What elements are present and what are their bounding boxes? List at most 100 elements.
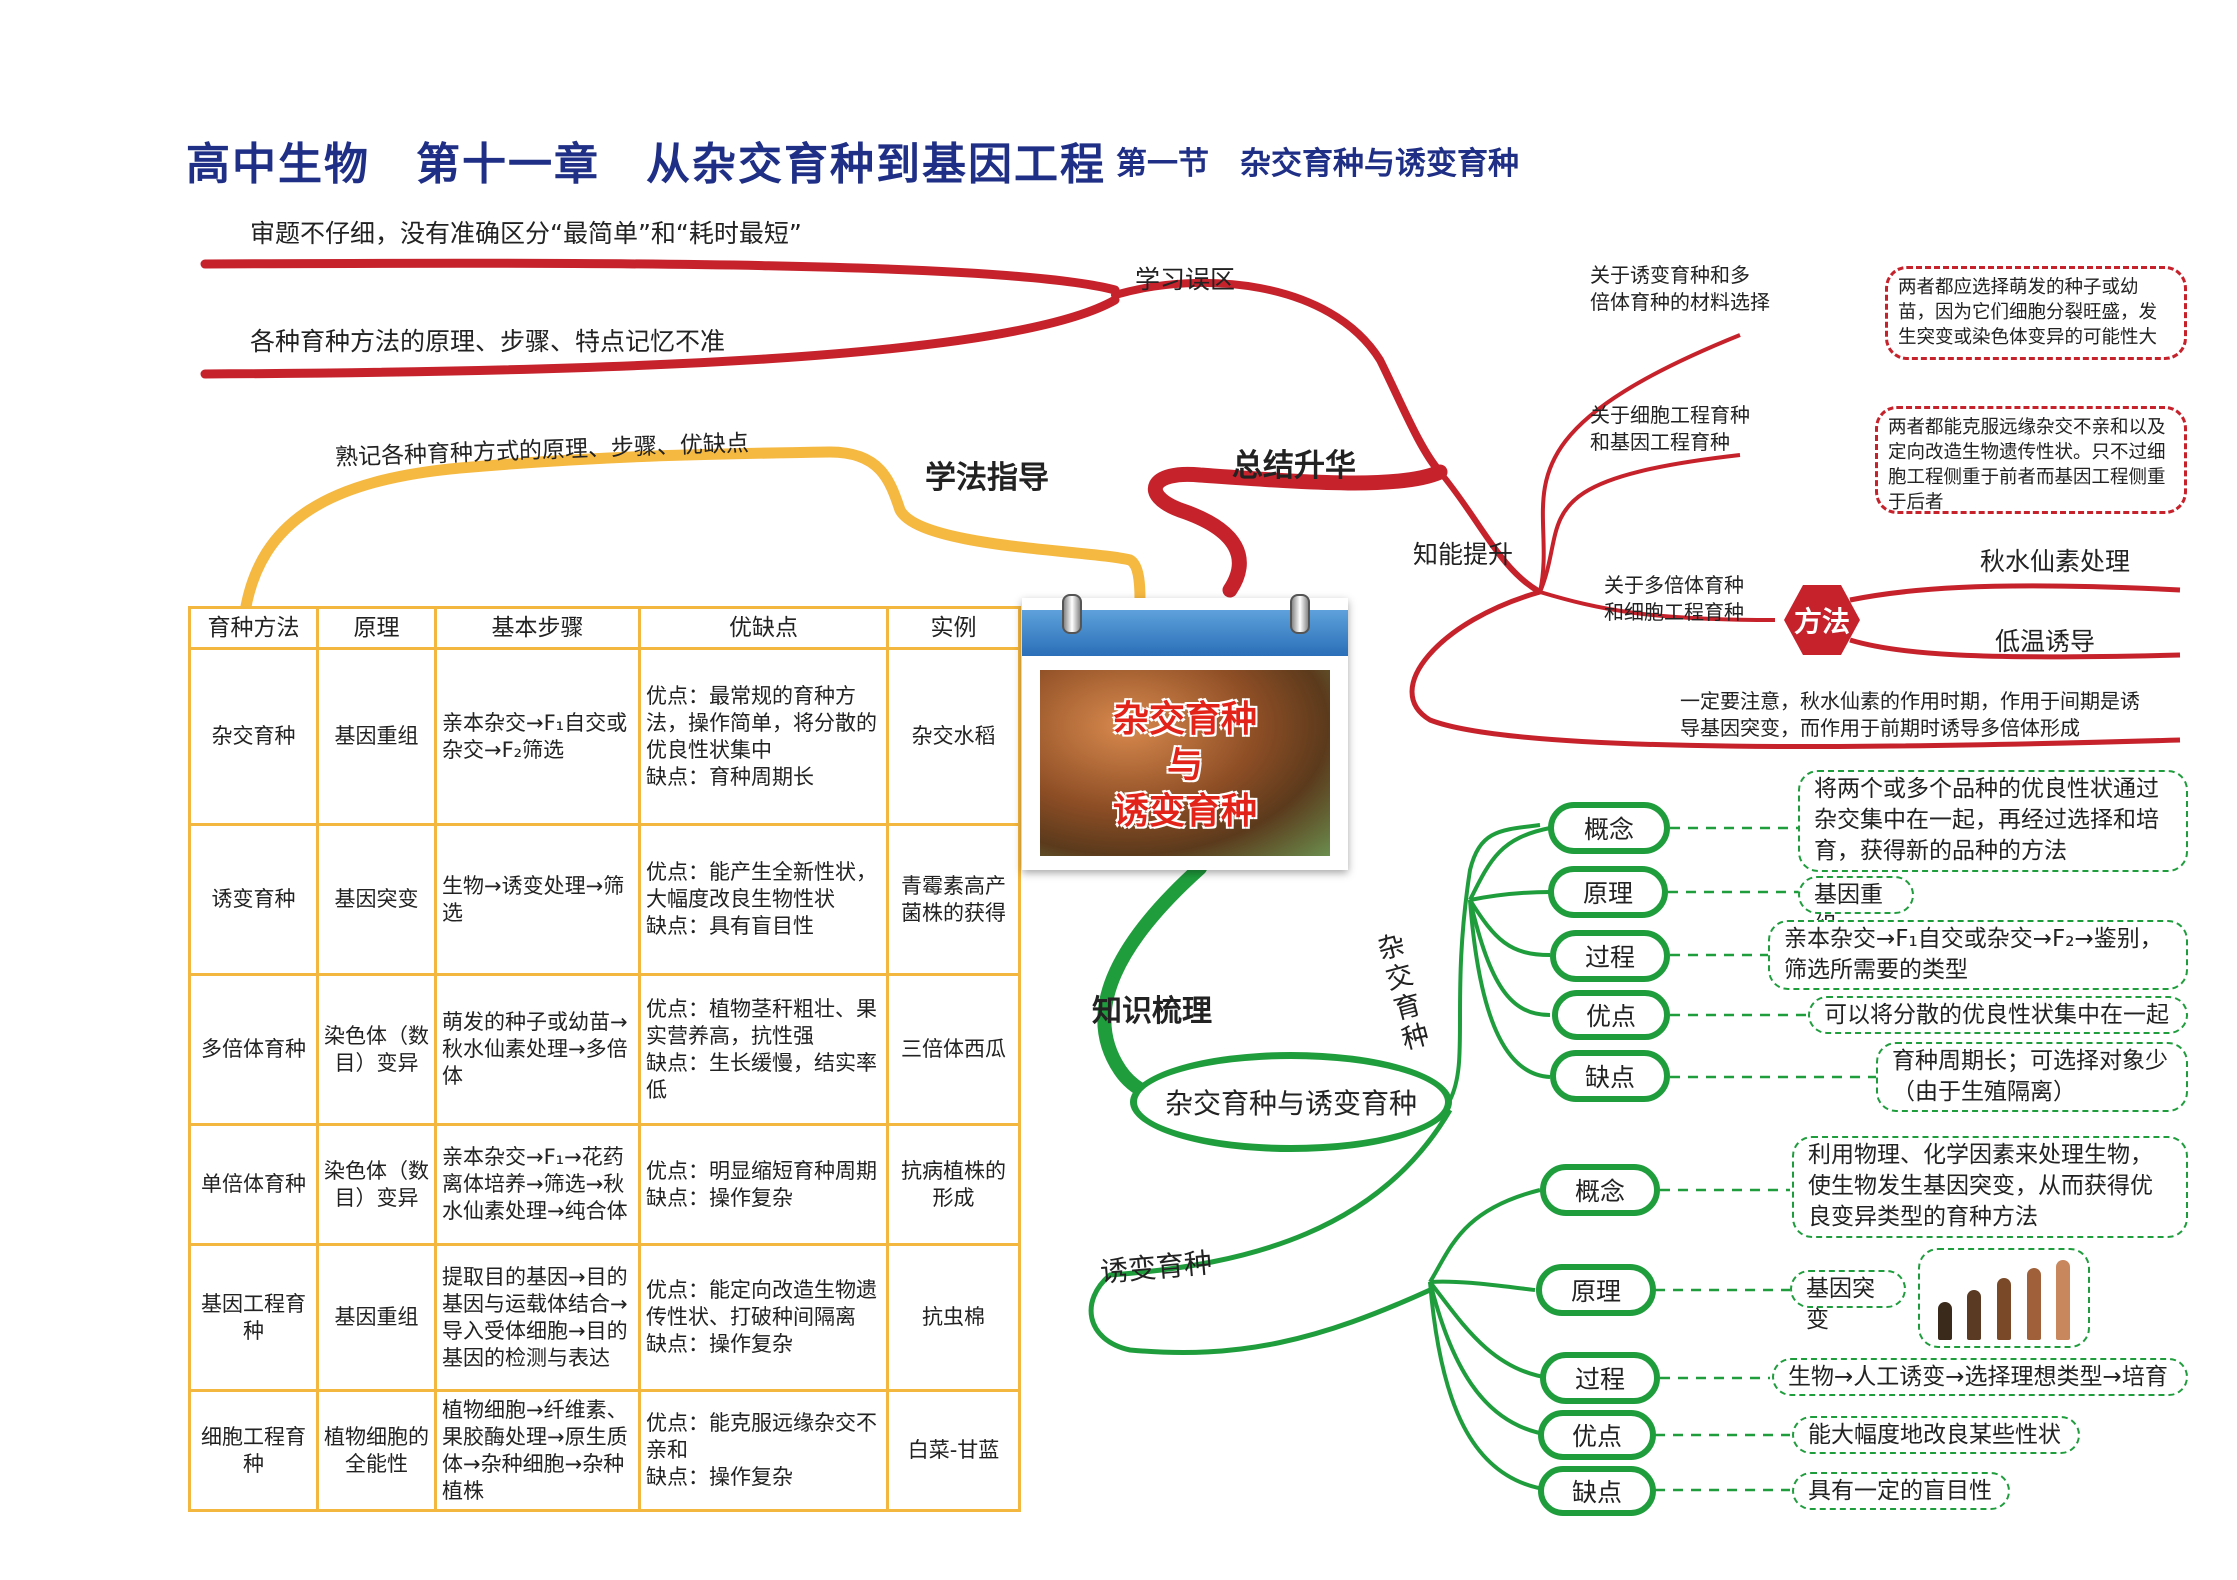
mutation-cons-node: 缺点 [1538,1466,1656,1516]
ability-q3-label-line2: 和细胞工程育种 [1604,600,1744,624]
hybrid-pros-node: 优点 [1552,990,1670,1040]
table-cell-pros-cons: 优点：能克服远缘杂交不亲和缺点：操作复杂 [638,1389,889,1512]
hybrid-cons-text: 育种周期长；可选择对象少（由于生殖隔离） [1876,1042,2188,1112]
cons-text: 缺点：具有盲目性 [646,914,814,938]
ability-q3-label-line1: 关于多倍体育种 [1604,573,1744,597]
cons-text: 缺点：育种周期长 [646,764,814,789]
table-cell-pros-cons: 优点：最常规的育种方法，操作简单，将分散的优良性状集中缺点：育种周期长 [638,647,889,826]
hybrid-principle-node: 原理 [1548,866,1668,918]
hybrid-principle-text: 基因重组 [1798,876,1914,939]
table-cell-example: 三倍体西瓜 [886,973,1021,1126]
table-cell-steps: 亲本杂交→F₁→花药离体培养→筛选→秋水仙素处理→纯合体 [434,1123,641,1246]
ability-q1-label-line2: 倍体育种的材料选择 [1590,290,1770,314]
cons-text: 缺点：操作复杂 [646,1332,793,1356]
mistake-item-2: 各种育种方法的原理、步骤、特点记忆不准 [250,327,726,356]
table-row: 诱变育种 基因突变 生物→诱变处理→筛选 优点：能产生全新性状，大幅度改良生物性… [188,823,1021,976]
ability-q2-answer: 两者都能克服远缘杂交不亲和以及定向改造生物遗传性状。只不过细胞工程侧重于前者而基… [1875,406,2187,514]
knowledge-hub-node: 杂交育种与诱变育种 [1130,1052,1452,1152]
branch-label-summary: 总结升华 [1232,448,1356,484]
breeding-methods-table: 育种方法 原理 基本步骤 优缺点 实例 杂交育种 基因重组 亲本杂交→F₁自交或… [188,606,1021,1512]
table-row: 多倍体育种 染色体（数目）变异 萌发的种子或幼苗→秋水仙素处理→多倍体 优点：植… [188,973,1021,1126]
cons-text: 缺点：操作复杂 [646,1185,793,1210]
branch-label-mistakes: 学习误区 [1135,265,1236,294]
pros-text: 优点：能克服远缘杂交不亲和 [646,1411,877,1462]
table-cell-pros-cons: 优点：能产生全新性状，大幅度改良生物性状缺点：具有盲目性 [638,823,889,976]
center-title-line3: 诱变育种 [1112,791,1257,832]
pros-text: 优点：能定向改造生物遗传性状、打破种间隔离 [646,1278,877,1329]
section-title: 第一节 杂交育种与诱变育种 [1116,146,1519,182]
table-header: 育种方法 [188,606,319,650]
table-row: 细胞工程育种 植物细胞的全能性 植物细胞→纤维素、果胶酶处理→原生质体→杂种细胞… [188,1389,1021,1512]
mutation-process-text: 生物→人工诱变→选择理想类型→培育 [1772,1358,2188,1396]
table-header: 基本步骤 [434,606,641,650]
ability-q3-label: 关于多倍体育种 和细胞工程育种 [1604,572,1814,626]
mutation-concept-text: 利用物理、化学因素来处理生物，使生物发生基因突变，从而获得优良变异类型的育种方法 [1792,1136,2188,1238]
ability-q1-answer: 两者都应选择萌发的种子或幼苗，因为它们细胞分裂旺盛，发生突变或染色体变异的可能性… [1885,266,2187,360]
mutation-principle-text: 基因突变 [1790,1270,1906,1333]
center-title-line1: 杂交育种 [1112,699,1257,740]
table-header-row: 育种方法 原理 基本步骤 优缺点 实例 [188,606,1021,650]
table-cell-example: 青霉素高产菌株的获得 [886,823,1021,976]
table-header: 优缺点 [638,606,889,650]
evolution-figure-icon [1918,1248,2090,1348]
ability-q1-label-line1: 关于诱变育种和多 [1590,263,1750,287]
pros-text: 优点：植物茎秆粗壮、果实营养高，抗性强 [646,996,877,1048]
table-cell-principle: 植物细胞的全能性 [316,1389,437,1512]
ability-q1-label: 关于诱变育种和多 倍体育种的材料选择 [1590,262,1820,316]
table-cell-principle: 基因突变 [316,823,437,976]
table-header: 实例 [886,606,1021,650]
table-cell-method: 细胞工程育种 [188,1389,319,1512]
ability-note-line1: 一定要注意，秋水仙素的作用时期，作用于间期是诱 [1680,689,2140,713]
hybrid-process-node: 过程 [1550,930,1670,982]
ability-q2-label-line1: 关于细胞工程育种 [1590,403,1750,427]
table-cell-example: 杂交水稻 [886,647,1021,826]
table-cell-method: 多倍体育种 [188,973,319,1126]
mutation-cons-text: 具有一定的盲目性 [1792,1472,2010,1510]
ability-q2-label: 关于细胞工程育种 和基因工程育种 [1590,402,1820,456]
center-calendar: 杂交育种 与 诱变育种 [1022,594,1348,870]
mutation-pros-node: 优点 [1538,1410,1656,1460]
branch-label-method-guide: 学法指导 [925,460,1049,496]
table-cell-steps: 萌发的种子或幼苗→秋水仙素处理→多倍体 [434,973,641,1126]
mutation-concept-node: 概念 [1540,1164,1660,1216]
hybrid-concept-node: 概念 [1548,802,1670,854]
mushroom-photo: 杂交育种 与 诱变育种 [1040,670,1330,856]
table-cell-method: 杂交育种 [188,647,319,826]
table-row: 单倍体育种 染色体（数目）变异 亲本杂交→F₁→花药离体培养→筛选→秋水仙素处理… [188,1123,1021,1246]
mutation-pros-text: 能大幅度地改良某些性状 [1792,1416,2080,1454]
table-header: 原理 [316,606,437,650]
ability-q2-label-line2: 和基因工程育种 [1590,430,1730,454]
cons-text: 缺点：操作复杂 [646,1465,793,1489]
table-cell-method: 基因工程育种 [188,1243,319,1392]
method-colchicine: 秋水仙素处理 [1980,547,2131,576]
table-cell-pros-cons: 优点：植物茎秆粗壮、果实营养高，抗性强缺点：生长缓慢，结实率低 [638,973,889,1126]
table-cell-steps: 亲本杂交→F₁自交或杂交→F₂筛选 [434,647,641,826]
hybrid-cons-node: 缺点 [1550,1050,1670,1102]
table-cell-method: 诱变育种 [188,823,319,976]
cons-text: 缺点：生长缓慢，结实率低 [646,1050,877,1102]
table-cell-example: 抗病植株的形成 [886,1123,1021,1246]
calendar-ring-icon [1062,594,1082,634]
table-row: 杂交育种 基因重组 亲本杂交→F₁自交或杂交→F₂筛选 优点：最常规的育种方法，… [188,647,1021,826]
table-cell-steps: 植物细胞→纤维素、果胶酶处理→原生质体→杂种细胞→杂种植株 [434,1389,641,1512]
ability-note-line2: 导基因突变，而作用于前期时诱导多倍体形成 [1680,716,2080,740]
mistake-item-1: 审题不仔细，没有准确区分“最简单”和“耗时最短” [250,219,802,248]
pros-text: 优点：能产生全新性状，大幅度改良生物性状 [646,860,877,911]
mutation-process-node: 过程 [1540,1352,1660,1404]
hybrid-concept-text: 将两个或多个品种的优良性状通过杂交集中在一起，再经过选择和培育，获得新的品种的方… [1798,770,2188,872]
ability-note: 一定要注意，秋水仙素的作用时期，作用于间期是诱 导基因突变，而作用于前期时诱导多… [1680,688,2180,742]
table-cell-pros-cons: 优点：能定向改造生物遗传性状、打破种间隔离缺点：操作复杂 [638,1243,889,1392]
center-title-line2: 与 [1166,745,1203,786]
branch-label-ability: 知能提升 [1413,540,1514,569]
table-cell-principle: 染色体（数目）变异 [316,973,437,1126]
table-cell-pros-cons: 优点：明显缩短育种周期缺点：操作复杂 [638,1123,889,1246]
calendar-ring-icon [1290,594,1310,634]
method-low-temp: 低温诱导 [1995,627,2096,656]
pros-text: 优点：明显缩短育种周期 [646,1158,877,1183]
table-cell-principle: 基因重组 [316,1243,437,1392]
hybrid-pros-text: 可以将分散的优良性状集中在一起 [1808,996,2188,1034]
pros-text: 优点：最常规的育种方法，操作简单，将分散的优良性状集中 [646,683,877,762]
branch-label-knowledge: 知识梳理 [1092,994,1212,1029]
table-cell-method: 单倍体育种 [188,1123,319,1246]
table-cell-example: 白菜-甘蓝 [886,1389,1021,1512]
